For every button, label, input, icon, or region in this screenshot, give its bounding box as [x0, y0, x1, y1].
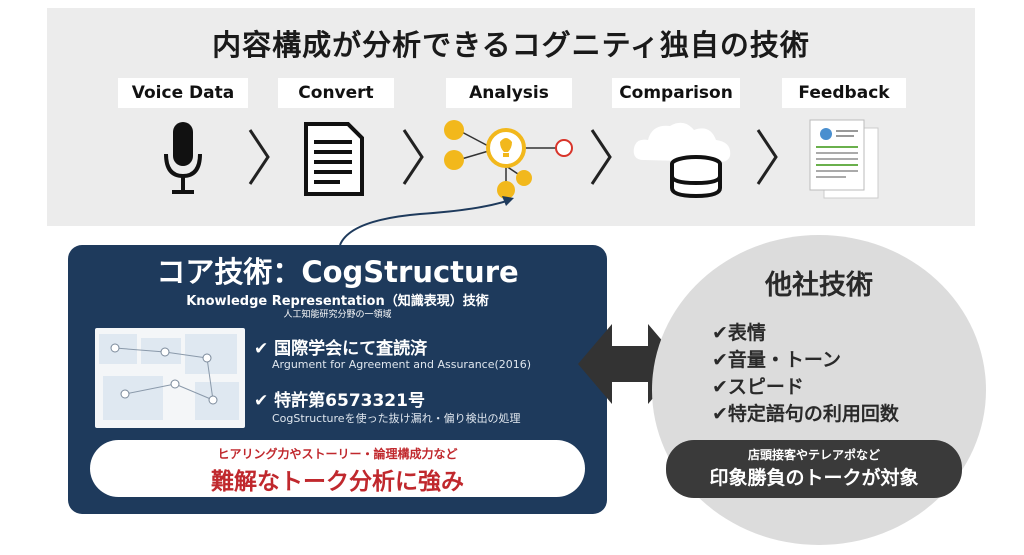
other-tech-title: 他社技術: [765, 270, 873, 301]
pipeline-title: 内容構成が分析できるコグニティ独自の技術: [212, 28, 810, 62]
structure-graph-image: [99, 334, 239, 420]
analysis-network-icon: [444, 120, 573, 199]
strength-box: [90, 440, 585, 497]
chevron-right-icon: [248, 129, 270, 185]
other-tech-item: ✔音量・トーン: [712, 349, 841, 371]
structure-diagram-thumbnail: [95, 328, 245, 428]
stage-label-comparison: Comparison: [612, 78, 740, 108]
other-tech-pill-caption: 店頭接客やテレアポなど: [747, 448, 880, 462]
chevron-right-icon: [402, 129, 424, 185]
patent-heading: ✔ 特許第6573321号: [254, 391, 425, 411]
report-pages-icon: [809, 119, 879, 199]
other-tech-pill: [666, 440, 962, 498]
core-tech-subtitle-note: 人工知能研究分野の一領域: [283, 310, 392, 320]
chevron-right-icon: [590, 129, 612, 185]
other-tech-item: ✔特定語句の利用回数: [712, 403, 899, 425]
peer-review-heading: ✔ 国際学会にて査読済: [254, 339, 428, 359]
stage-label-voice-data: Voice Data: [118, 78, 248, 108]
chevron-right-icon: [756, 129, 778, 185]
other-tech-pill-headline: 印象勝負のトークが対象: [709, 467, 919, 489]
core-tech-title: コア技術：CogStructure: [156, 255, 519, 289]
strength-headline: 難解なトーク分析に強み: [211, 469, 464, 495]
strength-caption: ヒアリング力やストーリー・論理構成力など: [217, 447, 458, 461]
microphone-icon: [164, 122, 202, 194]
peer-review-detail: Argument for Agreement and Assurance(201…: [272, 358, 532, 371]
stage-label-feedback: Feedback: [782, 78, 906, 108]
document-icon: [304, 122, 364, 196]
cloud-database-icon: [633, 122, 731, 199]
other-tech-item: ✔表情: [712, 322, 766, 344]
stage-label-convert: Convert: [278, 78, 394, 108]
stage-label-analysis: Analysis: [446, 78, 572, 108]
other-tech-item: ✔スピード: [712, 376, 804, 398]
patent-detail: CogStructureを使った抜け漏れ・偏り検出の処理: [272, 412, 521, 425]
core-tech-subtitle: Knowledge Representation（知識表現）技術: [186, 294, 489, 309]
